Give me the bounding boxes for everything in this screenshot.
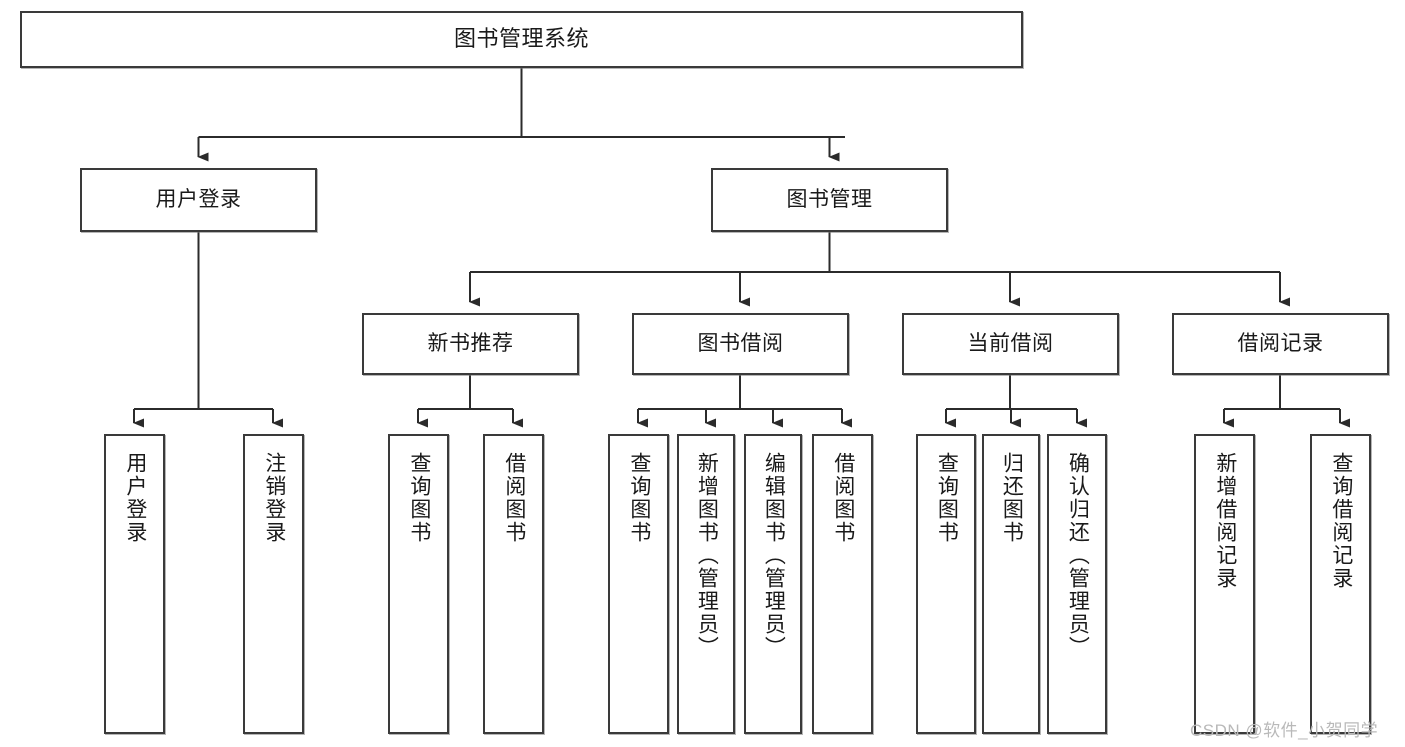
- leaf-borrow-book-recommend[interactable]: 借阅图书: [483, 434, 544, 734]
- leaf-confirm-return-admin-label: 确认归还（管理员）: [1066, 452, 1090, 659]
- node-current-borrow[interactable]: 当前借阅: [902, 313, 1119, 375]
- leaf-user-login[interactable]: 用户登录: [104, 434, 165, 734]
- leaf-add-book-admin-label: 新增图书（管理员）: [695, 452, 719, 659]
- node-borrow-record[interactable]: 借阅记录: [1172, 313, 1389, 375]
- leaf-add-book-admin[interactable]: 新增图书（管理员）: [677, 434, 735, 734]
- leaf-add-borrow-record-label: 新增借阅记录: [1213, 452, 1237, 590]
- node-book-borrow[interactable]: 图书借阅: [632, 313, 849, 375]
- leaf-query-book-borrow[interactable]: 查询图书: [608, 434, 669, 734]
- node-book-management[interactable]: 图书管理: [711, 168, 948, 232]
- leaf-borrow-book-recommend-label: 借阅图书: [502, 452, 526, 544]
- leaf-query-book-recommend[interactable]: 查询图书: [388, 434, 449, 734]
- leaf-query-borrow-record-label: 查询借阅记录: [1329, 452, 1353, 590]
- node-user-login-label: 用户登录: [155, 188, 242, 212]
- node-root-label: 图书管理系统: [453, 26, 589, 52]
- leaf-borrow-book[interactable]: 借阅图书: [812, 434, 873, 734]
- leaf-query-borrow-record[interactable]: 查询借阅记录: [1310, 434, 1371, 734]
- leaf-query-book-recommend-label: 查询图书: [407, 452, 431, 544]
- leaf-logout-label: 注销登录: [262, 452, 286, 544]
- node-new-book-recommend[interactable]: 新书推荐: [362, 313, 579, 375]
- node-new-book-recommend-label: 新书推荐: [427, 332, 514, 356]
- node-book-management-label: 图书管理: [786, 188, 873, 212]
- leaf-return-book[interactable]: 归还图书: [982, 434, 1040, 734]
- node-root[interactable]: 图书管理系统: [20, 11, 1023, 68]
- leaf-borrow-book-label: 借阅图书: [831, 452, 855, 544]
- leaf-query-book-current[interactable]: 查询图书: [916, 434, 976, 734]
- node-book-borrow-label: 图书借阅: [697, 332, 784, 356]
- node-current-borrow-label: 当前借阅: [967, 332, 1054, 356]
- leaf-query-book-borrow-label: 查询图书: [627, 452, 651, 544]
- leaf-edit-book-admin[interactable]: 编辑图书（管理员）: [744, 434, 802, 734]
- node-user-login[interactable]: 用户登录: [80, 168, 317, 232]
- leaf-add-borrow-record[interactable]: 新增借阅记录: [1194, 434, 1255, 734]
- leaf-query-book-current-label: 查询图书: [935, 452, 959, 544]
- leaf-edit-book-admin-label: 编辑图书（管理员）: [762, 452, 786, 659]
- leaf-user-login-label: 用户登录: [123, 452, 147, 544]
- leaf-return-book-label: 归还图书: [1000, 452, 1024, 544]
- node-borrow-record-label: 借阅记录: [1237, 332, 1324, 356]
- leaf-logout[interactable]: 注销登录: [243, 434, 304, 734]
- watermark-csdn: CSDN @软件_小贺同学: [1190, 721, 1379, 740]
- leaf-confirm-return-admin[interactable]: 确认归还（管理员）: [1047, 434, 1107, 734]
